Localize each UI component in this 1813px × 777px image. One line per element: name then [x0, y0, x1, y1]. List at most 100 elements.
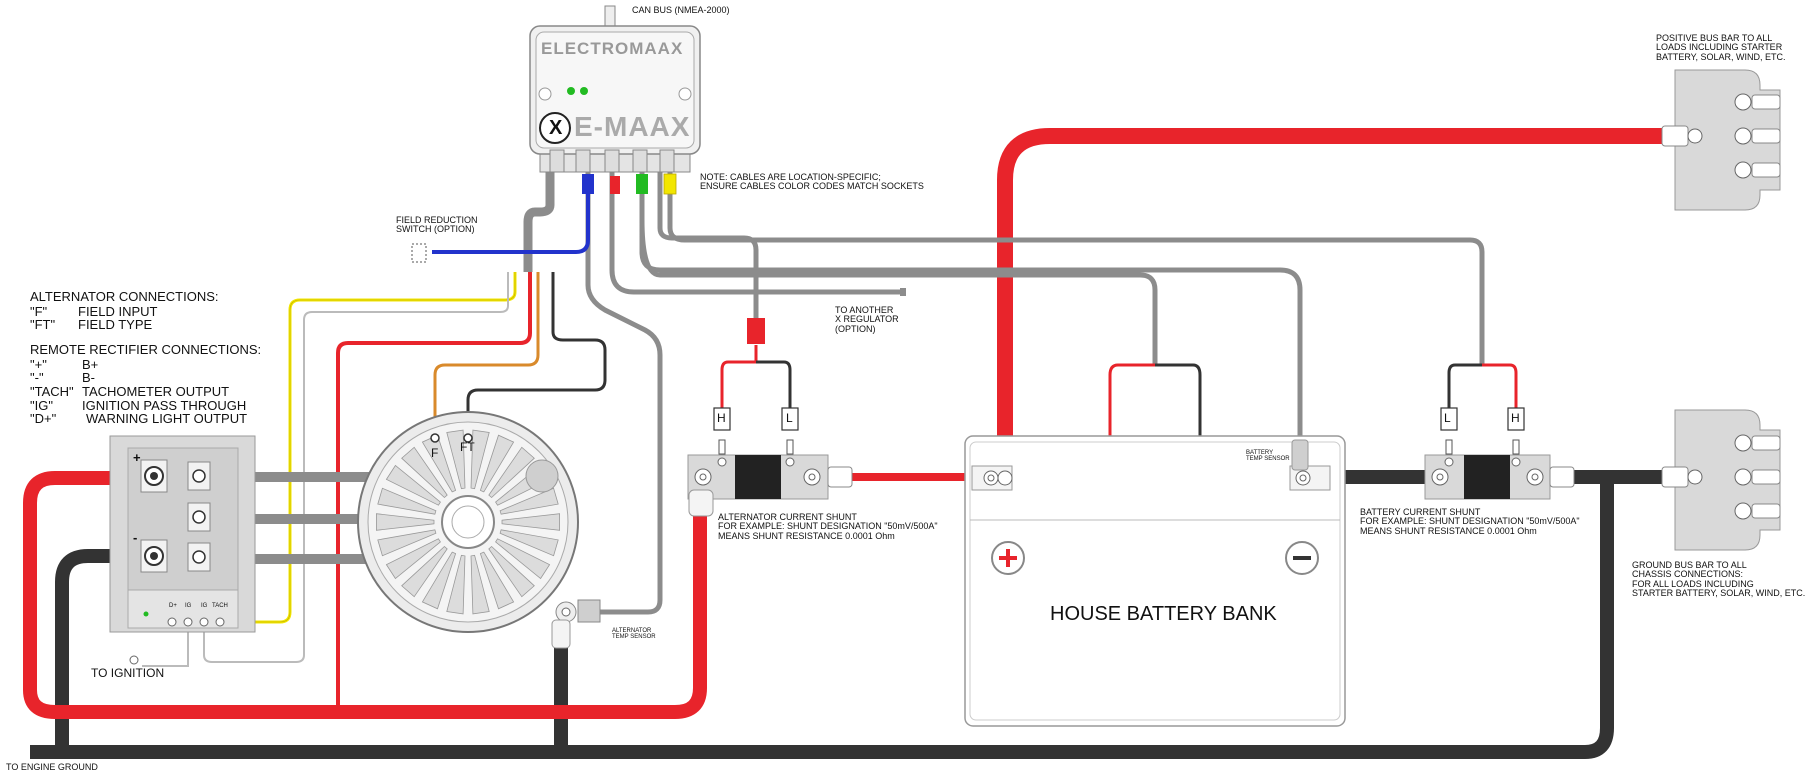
- legend-row: "-" B-: [30, 371, 261, 385]
- alternator-connections-legend: ALTERNATOR CONNECTIONS: "F" FIELD INPUT …: [30, 290, 219, 332]
- alternator-connections-title: ALTERNATOR CONNECTIONS:: [30, 289, 219, 304]
- alt-shunt-l-wire: [756, 360, 792, 412]
- legend-desc: B-: [82, 370, 95, 386]
- alternator-current-shunt: [687, 407, 853, 517]
- positive-bus-label: POSITIVE BUS BAR TO ALL LOADS INCLUDING …: [1656, 33, 1786, 62]
- field-reduction-wire: [432, 178, 590, 254]
- legend-row: "D+" WARNING LIGHT OUTPUT: [30, 412, 261, 426]
- controller-x-mark: X: [549, 117, 563, 139]
- legend-desc: FIELD TYPE: [78, 317, 153, 333]
- fan-blade: [377, 529, 437, 557]
- rectifier-minus-label: -: [133, 530, 138, 545]
- fan-blade: [479, 434, 515, 493]
- rectifier-negative-cable: [55, 549, 153, 752]
- fan-blade: [385, 538, 441, 580]
- fan-blade: [376, 513, 435, 531]
- legend-desc: IGNITION PASS THROUGH: [82, 397, 247, 413]
- to-engine-ground-label: TO ENGINE GROUND: [6, 762, 98, 772]
- electromaax-controller: [529, 5, 701, 195]
- fan-blade: [421, 551, 457, 610]
- rectifier-plus-label: +: [133, 450, 141, 465]
- legend-key: "F": [30, 303, 48, 319]
- fan-blade: [401, 545, 448, 598]
- ground-bus-bar: [1661, 409, 1781, 551]
- battery-label: HOUSE BATTERY BANK: [1050, 603, 1277, 625]
- legend-row: "FT" FIELD TYPE: [30, 318, 219, 332]
- alternator-positive-cable: [23, 471, 707, 719]
- rectifier-link-1: [207, 472, 372, 482]
- battery-voltage-cable: [639, 219, 1158, 365]
- positive-bus-cable: [997, 128, 1670, 448]
- to-ignition-label: TO IGNITION: [91, 666, 165, 680]
- battery-shunt-caption: BATTERY CURRENT SHUNT FOR EXAMPLE: SHUNT…: [1360, 507, 1580, 536]
- bat-shunt-h-wire: [1482, 363, 1518, 412]
- fan-blade: [488, 446, 535, 499]
- fan-blade: [470, 429, 490, 490]
- fan-blade: [401, 446, 448, 499]
- alternator-temp-sensor-label: ALTERNATOR TEMP SENSOR: [612, 628, 656, 641]
- cables-note: NOTE: CABLES ARE LOCATION-SPECIFIC; ENSU…: [700, 172, 924, 192]
- ignition-wire: [203, 272, 509, 663]
- ground-bus-label: GROUND BUS BAR TO ALL CHASSIS CONNECTION…: [1632, 560, 1806, 599]
- battery-current-shunt: [1424, 407, 1575, 500]
- fan-blade: [501, 513, 560, 531]
- legend-key: "FT": [30, 317, 56, 333]
- field-type-terminal-label: FT: [460, 440, 475, 454]
- legend-row: "+" B+: [30, 356, 261, 372]
- alternator-temp-sensor: [551, 599, 601, 649]
- terminal-label-tach: TACH: [212, 603, 228, 609]
- fan-blade: [446, 554, 466, 615]
- rectifier-connections-title: REMOTE RECTIFIER CONNECTIONS:: [30, 342, 262, 357]
- fan-blade: [495, 538, 551, 580]
- terminal-label-ig: IG: [185, 603, 192, 609]
- battery-temp-cable: [639, 172, 1303, 440]
- can-bus-label: CAN BUS (NMEA-2000): [632, 5, 730, 15]
- field-terminal-label: F: [431, 446, 439, 460]
- legend-row: "F" FIELD INPUT: [30, 303, 219, 319]
- rectifier-link-3: [207, 554, 372, 564]
- legend-desc: FIELD INPUT: [78, 303, 158, 319]
- terminal-label-dplus: D+: [169, 603, 177, 609]
- house-battery: [964, 435, 1346, 727]
- another-regulator-cable: [609, 172, 906, 295]
- fan-blade: [479, 551, 515, 610]
- alt-shunt-h-wire: [720, 345, 758, 412]
- d-plus-wire: [142, 625, 189, 667]
- fan-blade: [499, 529, 559, 557]
- legend-desc: WARNING LIGHT OUTPUT: [86, 411, 248, 427]
- field-orange-wire: [433, 272, 540, 432]
- battery-temp-sensor-label: BATTERY TEMP SENSOR: [1246, 450, 1290, 463]
- field-type-wire: [466, 272, 607, 432]
- engine-ground-cable: [30, 482, 1614, 759]
- another-regulator-label: TO ANOTHER X REGULATOR (OPTION): [835, 305, 899, 334]
- rectifier-link-2: [207, 514, 372, 524]
- terminal-label-ig: IG: [201, 603, 208, 609]
- alt-shunt-connector: [747, 318, 765, 344]
- bat-shunt-h-label: H: [1511, 411, 1520, 425]
- fan-blade: [470, 554, 490, 615]
- fan-blade: [377, 487, 437, 515]
- legend-row: "TACH" TACHOMETER OUTPUT: [30, 385, 261, 399]
- remote-rectifier: [109, 435, 256, 633]
- legend-row: "IG" IGNITION PASS THROUGH: [30, 397, 261, 413]
- legend-key: "-": [30, 370, 44, 386]
- harness-main-cable: [523, 172, 555, 272]
- fan-blade: [488, 545, 535, 598]
- sense-red-wire: [336, 272, 532, 712]
- controller-model: E-MAAX: [574, 111, 691, 142]
- yellow-tach-wire-outline: [230, 272, 516, 623]
- field-reduction-switch: [411, 243, 427, 263]
- legend-desc: B+: [82, 356, 99, 372]
- fan-blade: [499, 487, 559, 515]
- alternator-shunt-caption: ALTERNATOR CURRENT SHUNT FOR EXAMPLE: SH…: [718, 512, 938, 541]
- fan-blade: [385, 464, 441, 506]
- controller-brand: ELECTROMAAX: [541, 39, 684, 58]
- ignition-terminal: [129, 655, 139, 665]
- bat-shunt-l-wire: [1447, 363, 1482, 412]
- battery-shunt-sense-cable: [667, 172, 1485, 365]
- legend-key: "TACH": [30, 383, 74, 399]
- bat-shunt-l-label: L: [1444, 411, 1451, 425]
- alternator: [357, 411, 579, 633]
- fan-blade: [446, 429, 466, 490]
- alt-shunt-l-label: L: [786, 411, 793, 425]
